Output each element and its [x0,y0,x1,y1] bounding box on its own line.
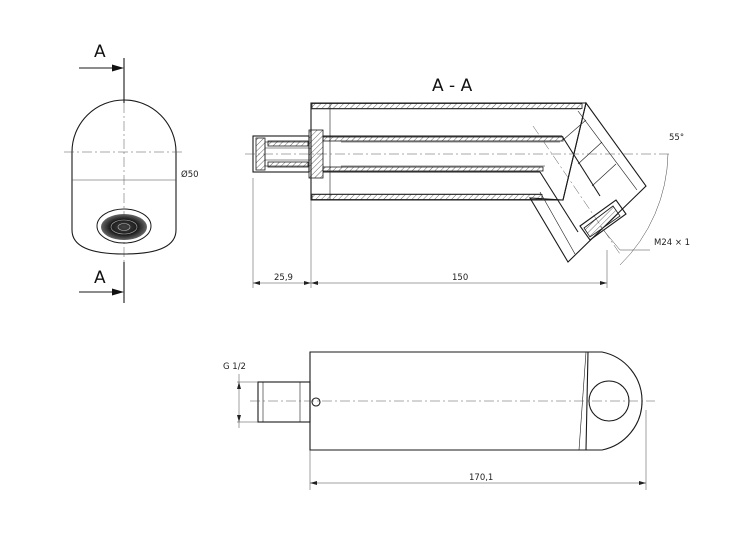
front-view: A A Ø50 [64,42,199,303]
section-title: A - A [432,76,473,96]
side-view: G 1/2 170,1 [223,351,655,490]
spout-end-outline [71,99,177,255]
arrow-head-top [112,64,124,72]
dim-thread: M24 × 1 [654,238,690,248]
dim-total-length: 170,1 [469,473,493,483]
spout-body-section [310,102,587,201]
section-view: A - A [245,76,690,288]
dim-pipe-thread: G 1/2 [223,362,246,372]
angle-arc [619,153,669,266]
aerator-cap [579,199,627,241]
thread-leader [599,225,621,251]
section-mark-top: A [94,42,106,62]
dim-length-inlet: 25,9 [274,273,293,283]
aerator-ring [96,208,152,244]
section-mark-bottom: A [94,268,106,288]
set-screw-icon [311,397,321,407]
dim-length-main: 150 [452,273,468,283]
inlet-thread-stub [257,381,311,423]
dim-diameter: Ø50 [181,169,199,180]
outlet-head [528,101,647,263]
dim-angle: 55° [669,133,684,143]
arrow-head-bottom [112,288,124,296]
aerator-icon [101,214,147,240]
